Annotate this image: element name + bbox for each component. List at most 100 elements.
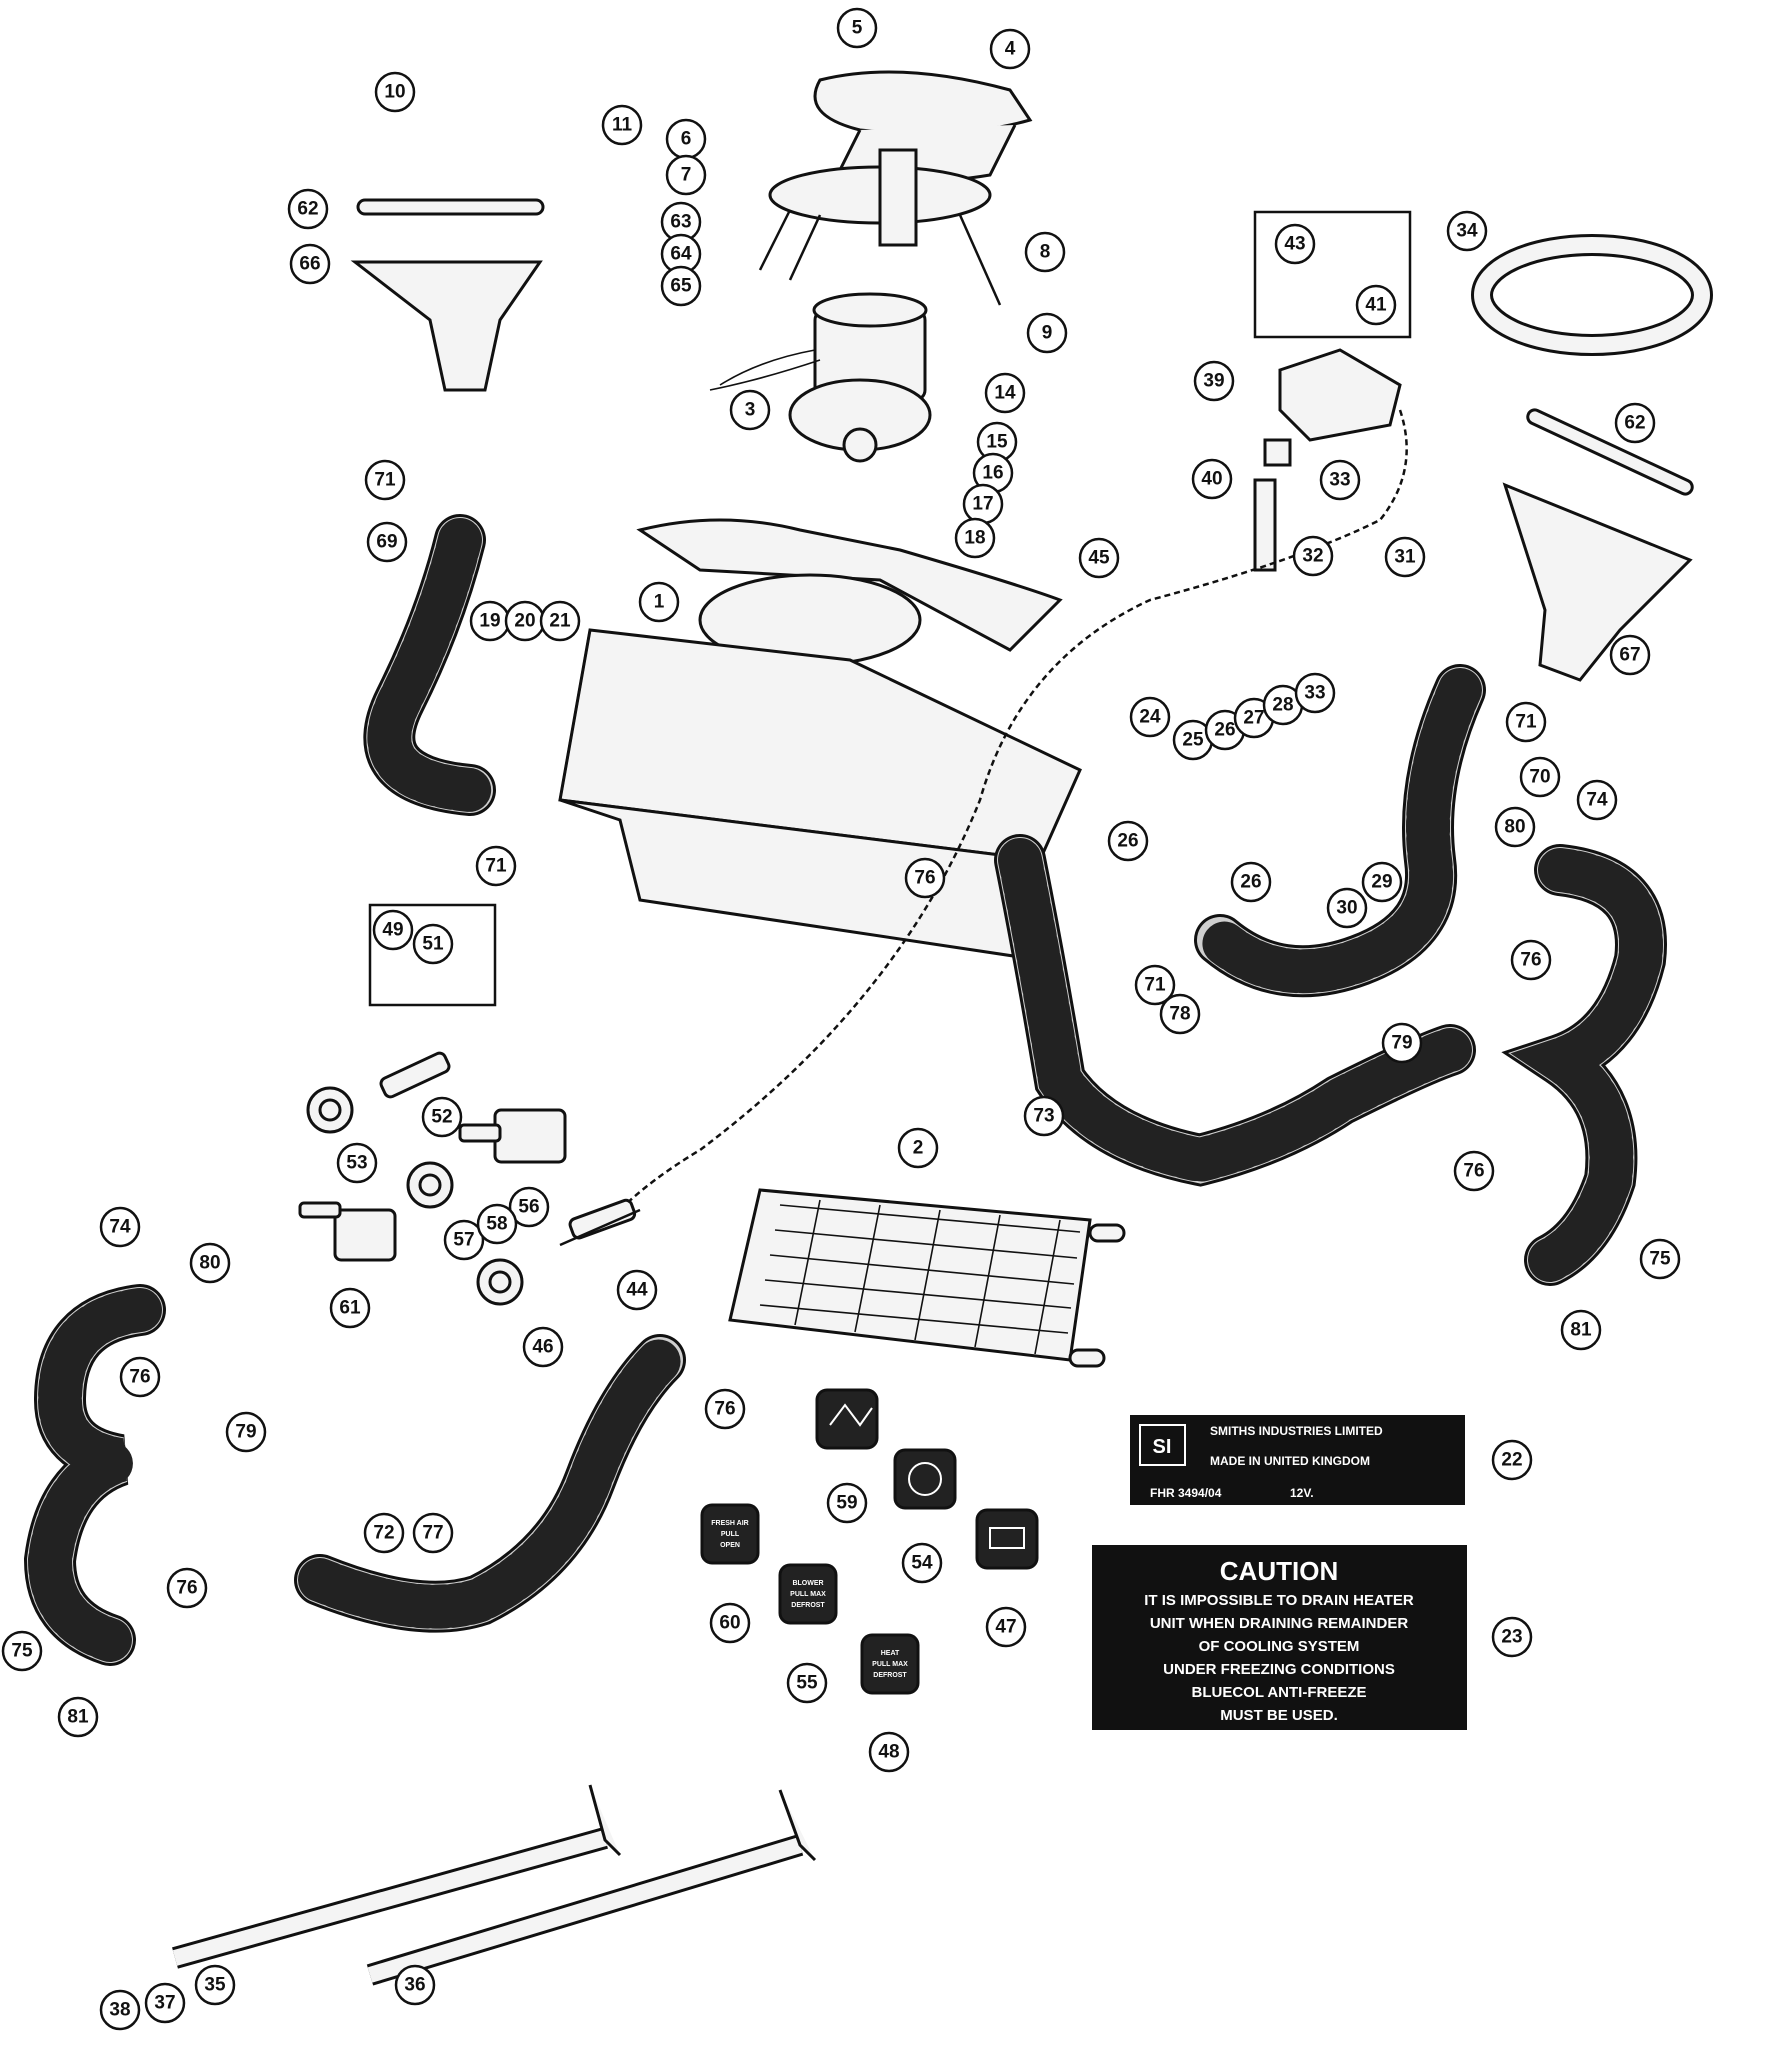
callout-c71d: 71 bbox=[1134, 964, 1176, 1006]
callout-number: 61 bbox=[339, 1298, 361, 1319]
callout-c76c: 76 bbox=[1453, 1150, 1495, 1192]
callout-bubble bbox=[336, 1142, 378, 1184]
callout-bubble bbox=[836, 7, 878, 49]
knob-60: FRESH AIR PULL OPEN bbox=[700, 1503, 760, 1565]
callout-bubble bbox=[522, 1326, 564, 1368]
heater-casing bbox=[558, 518, 1082, 962]
callout-number: 16 bbox=[982, 463, 1003, 484]
knob-48-line3: DEFROST bbox=[873, 1672, 907, 1679]
callout-c81b: 81 bbox=[57, 1696, 99, 1738]
callout-c6: 6 bbox=[665, 118, 707, 160]
callout-number: 33 bbox=[1304, 683, 1325, 704]
callout-number: 76 bbox=[1520, 950, 1541, 971]
callout-number: 66 bbox=[299, 254, 320, 275]
pipe-35 bbox=[172, 1784, 622, 1969]
knob-55: BLOWER PULL MAX DEFROST bbox=[778, 1563, 838, 1625]
callout-c35: 35 bbox=[194, 1964, 236, 2006]
caution-line-5: BLUECOL ANTI-FREEZE bbox=[1192, 1684, 1367, 1701]
hose-72 bbox=[294, 1334, 686, 1633]
callout-bubble bbox=[1361, 861, 1403, 903]
callout-c73: 73 bbox=[1023, 1095, 1065, 1137]
sensor-44 bbox=[559, 1198, 641, 1247]
plate-logo: SI bbox=[1153, 1436, 1172, 1458]
callout-number: 52 bbox=[431, 1107, 452, 1128]
callout-c30: 30 bbox=[1326, 887, 1368, 929]
callout-c45: 45 bbox=[1078, 537, 1120, 579]
callout-c24: 24 bbox=[1129, 696, 1171, 738]
plate-line2: MADE IN UNITED KINGDOM bbox=[1210, 1454, 1370, 1468]
nut-46 bbox=[476, 1258, 524, 1306]
plate-smiths: SI SMITHS INDUSTRIES LIMITED MADE IN UNI… bbox=[1130, 1415, 1465, 1505]
callout-c29: 29 bbox=[1361, 861, 1403, 903]
callout-number: 15 bbox=[986, 432, 1008, 453]
callout-c62b: 62 bbox=[1614, 402, 1656, 444]
callout-bubble bbox=[1319, 459, 1361, 501]
callout-number: 23 bbox=[1501, 1627, 1522, 1648]
callout-c16: 16 bbox=[972, 452, 1014, 494]
callout-bubble bbox=[1491, 1439, 1533, 1481]
callout-bubble bbox=[1193, 360, 1235, 402]
caution-line-3: OF COOLING SYSTEM bbox=[1199, 1638, 1360, 1655]
callout-bubble bbox=[475, 845, 517, 887]
callout-bubble bbox=[363, 1512, 405, 1554]
callout-c74a: 74 bbox=[1576, 779, 1618, 821]
callout-number: 74 bbox=[1586, 790, 1608, 811]
callout-c80b: 80 bbox=[189, 1242, 231, 1284]
callout-number: 39 bbox=[1203, 371, 1224, 392]
plate-part-no: FHR 3494/04 bbox=[1150, 1486, 1222, 1500]
callout-c53: 53 bbox=[336, 1142, 378, 1184]
hose-74-75-left bbox=[23, 1284, 166, 1666]
callout-bubble bbox=[166, 1567, 208, 1609]
callout-c8: 8 bbox=[1024, 231, 1066, 273]
callout-bubble bbox=[1078, 537, 1120, 579]
callout-number: 70 bbox=[1529, 767, 1550, 788]
callout-number: 81 bbox=[67, 1707, 89, 1728]
callout-number: 44 bbox=[626, 1280, 648, 1301]
callout-c57: 57 bbox=[443, 1219, 485, 1261]
callout-number: 76 bbox=[129, 1367, 150, 1388]
callout-number: 77 bbox=[422, 1523, 443, 1544]
callout-number: 59 bbox=[836, 1493, 857, 1514]
callout-c51: 51 bbox=[412, 923, 454, 965]
callout-number: 8 bbox=[1040, 242, 1051, 263]
callout-bubble bbox=[99, 1206, 141, 1248]
callout-c28: 28 bbox=[1262, 684, 1304, 726]
blower-bracket bbox=[758, 148, 1002, 306]
caution-line-6: MUST BE USED. bbox=[1220, 1707, 1338, 1724]
callout-bubble bbox=[1560, 1309, 1602, 1351]
callout-c75b: 75 bbox=[1, 1630, 43, 1672]
callout-c36: 36 bbox=[394, 1964, 436, 2006]
callout-bubble bbox=[1614, 402, 1656, 444]
callout-number: 3 bbox=[745, 400, 756, 421]
callout-c22: 22 bbox=[1491, 1439, 1533, 1481]
knob-47 bbox=[975, 1508, 1039, 1570]
callout-number: 4 bbox=[1005, 39, 1016, 60]
callout-c76d: 76 bbox=[119, 1356, 161, 1398]
callout-c4: 4 bbox=[989, 28, 1031, 70]
callout-number: 25 bbox=[1182, 730, 1204, 751]
callout-bubble bbox=[826, 1482, 868, 1524]
callout-number: 7 bbox=[681, 165, 692, 186]
knob-55-line2: PULL MAX bbox=[790, 1591, 826, 1598]
callout-number: 67 bbox=[1619, 645, 1640, 666]
callout-bubble bbox=[1381, 1022, 1423, 1064]
callout-number: 51 bbox=[422, 934, 444, 955]
callout-bubble bbox=[1024, 231, 1066, 273]
caution-line-4: UNDER FREEZING CONDITIONS bbox=[1163, 1661, 1395, 1678]
callout-bubble bbox=[1292, 535, 1334, 577]
callout-bubble bbox=[665, 154, 707, 196]
callout-c1: 1 bbox=[638, 581, 680, 623]
callout-c33b: 33 bbox=[1294, 672, 1336, 714]
callout-bubble bbox=[1, 1630, 43, 1672]
pipe-36 bbox=[366, 1789, 817, 1986]
hose-73-70 bbox=[994, 664, 1486, 1187]
callout-bubble bbox=[57, 1696, 99, 1738]
callout-c26b: 26 bbox=[1107, 820, 1149, 862]
callout-c39: 39 bbox=[1193, 360, 1235, 402]
callout-c48: 48 bbox=[868, 1731, 910, 1773]
callout-number: 74 bbox=[109, 1217, 131, 1238]
callout-c23: 23 bbox=[1491, 1616, 1533, 1658]
callout-c9: 9 bbox=[1026, 312, 1068, 354]
callout-bubble bbox=[372, 909, 414, 951]
callout-number: 31 bbox=[1394, 547, 1416, 568]
